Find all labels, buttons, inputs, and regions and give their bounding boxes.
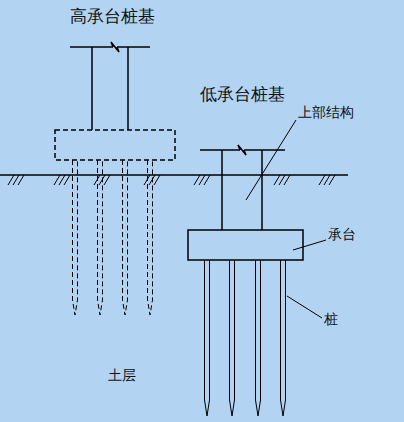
pile <box>256 260 261 416</box>
hatch-stroke <box>64 175 70 185</box>
hatch-stroke <box>284 175 290 185</box>
label: 高承台桩基 <box>70 6 155 26</box>
hatch-stroke <box>13 175 19 185</box>
hatch-stroke <box>8 175 14 185</box>
high-cap-piles <box>73 160 153 315</box>
label: 低承台桩基 <box>200 84 285 104</box>
high-cap-foundation <box>55 42 175 160</box>
pile <box>98 160 103 315</box>
hatch-stroke <box>204 175 210 185</box>
pile <box>148 160 153 315</box>
low-cap-foundation <box>188 145 303 260</box>
label: 承台 <box>328 226 356 243</box>
hatch-stroke <box>274 175 280 185</box>
hatch-stroke <box>59 175 65 185</box>
pile <box>230 260 235 416</box>
hatch-stroke <box>319 175 325 185</box>
pile <box>281 260 286 416</box>
ground-line <box>0 174 348 176</box>
label: 桩 <box>324 311 338 328</box>
hatch-stroke <box>194 175 200 185</box>
pile <box>73 160 78 315</box>
label: 上部结构 <box>298 104 354 121</box>
hatch-stroke <box>154 175 160 185</box>
low-cap-piles <box>205 260 286 416</box>
pile <box>205 260 210 416</box>
hatch-stroke <box>329 175 335 185</box>
label: 土层 <box>108 367 136 384</box>
hatch-stroke <box>18 175 24 185</box>
ground-hatch <box>8 175 335 185</box>
hatch-stroke <box>54 175 60 185</box>
hatch-stroke <box>104 175 110 185</box>
hatch-stroke <box>279 175 285 185</box>
leader-lines <box>246 120 326 318</box>
hatch-stroke <box>324 175 330 185</box>
hatch-stroke <box>199 175 205 185</box>
pile <box>123 160 128 315</box>
